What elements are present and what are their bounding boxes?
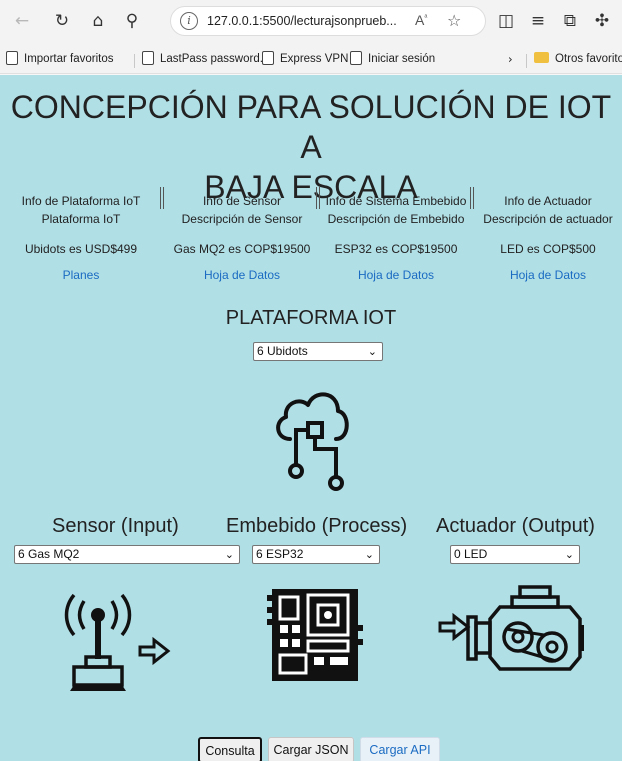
sensor-select[interactable]: 6 Gas MQ2 ⌄ (14, 545, 240, 564)
cargar-json-button[interactable]: Cargar JSON (268, 737, 354, 761)
read-aloud-icon[interactable]: Aᵃ (415, 12, 428, 28)
chevron-right-icon[interactable]: › (508, 52, 513, 66)
info-sensor: Info de Sensor Descripción de Sensor Gas… (168, 192, 316, 284)
divider (316, 187, 320, 209)
actuator-datasheet-link[interactable]: Hoja de Datos (509, 268, 587, 282)
bookmark-lastpass[interactable]: LastPass password... (142, 50, 269, 68)
bookmark-iniciar-sesion[interactable]: Iniciar sesión (350, 50, 435, 68)
bookmark-separator (526, 54, 527, 68)
site-info-icon[interactable]: i (180, 12, 198, 30)
home-icon[interactable]: ⌂ (92, 11, 104, 31)
browser-toolbar: ← ↻ ⌂ ⚲ i 127.0.0.1:5500/lecturajsonprue… (0, 0, 622, 42)
info-embedded: Info de Sistema Embebido Descripción de … (325, 194, 467, 282)
split-screen-icon[interactable]: ◫ (497, 11, 515, 31)
sensor-antenna-icon (64, 593, 171, 691)
divider (160, 187, 164, 209)
page-icon (350, 51, 362, 65)
bookmark-import[interactable]: Importar favoritos (6, 50, 113, 68)
cloud-iot-icon (276, 392, 349, 491)
browser-chrome: ← ↻ ⌂ ⚲ i 127.0.0.1:5500/lecturajsonprue… (0, 0, 622, 74)
planes-link[interactable]: Planes (62, 268, 100, 282)
chevron-down-icon: ⌄ (364, 548, 374, 561)
embedded-datasheet-link[interactable]: Hoja de Datos (357, 268, 435, 282)
extensions-icon[interactable]: ✣ (594, 11, 610, 31)
bookmark-expressvpn[interactable]: Express VPN (262, 50, 348, 68)
back-icon[interactable]: ← (14, 11, 30, 31)
collections-icon[interactable]: ⧉ (563, 11, 577, 31)
circuit-board-icon (267, 589, 363, 681)
page-icon (262, 51, 274, 65)
consulta-button[interactable]: Consulta (198, 737, 262, 761)
platform-title: PLATAFORMA IOT (225, 307, 397, 329)
info-platform: Info de Plataforma IoT Plataforma IoT Ub… (6, 192, 156, 284)
favorites-list-icon[interactable]: ≡ (530, 11, 546, 31)
search-icon[interactable]: ⚲ (125, 11, 139, 31)
refresh-icon[interactable]: ↻ (54, 11, 70, 31)
bookmark-otros-favoritos[interactable]: Otros favoritos (534, 50, 622, 68)
page-icon (142, 51, 154, 65)
embedded-select[interactable]: 6 ESP32 ⌄ (252, 545, 380, 564)
page-title: CONCEPCIÓN PARA SOLUCIÓN DE IOT A BAJA E… (10, 89, 612, 205)
info-actuator: Info de Actuador Descripción de actuador… (478, 192, 618, 284)
sensor-title: Sensor (Input) (52, 515, 179, 537)
sensor-datasheet-link[interactable]: Hoja de Datos (203, 268, 281, 282)
embedded-title: Embebido (Process) (226, 515, 408, 537)
actuator-select[interactable]: 0 LED ⌄ (450, 545, 580, 564)
divider (470, 187, 474, 209)
motor-actuator-icon (438, 585, 584, 671)
actuator-title: Actuador (Output) (436, 515, 595, 537)
chevron-down-icon: ⌄ (564, 548, 574, 561)
chevron-down-icon: ⌄ (224, 548, 234, 561)
page-content: CONCEPCIÓN PARA SOLUCIÓN DE IOT A BAJA E… (0, 75, 622, 761)
favorite-star-icon[interactable]: ☆ (447, 11, 462, 30)
cargar-api-button[interactable]: Cargar API (360, 737, 440, 761)
platform-select[interactable]: 6 Ubidots ⌄ (253, 342, 383, 361)
bookmarks-bar: Importar favoritos LastPass password... … (0, 46, 622, 72)
folder-icon (534, 52, 549, 63)
chevron-down-icon: ⌄ (367, 345, 377, 358)
bookmark-separator (134, 54, 135, 68)
address-bar[interactable]: i 127.0.0.1:5500/lecturajsonprueb... Aᵃ … (170, 6, 486, 36)
address-url[interactable]: 127.0.0.1:5500/lecturajsonprueb... (207, 14, 397, 28)
import-icon (6, 51, 18, 65)
